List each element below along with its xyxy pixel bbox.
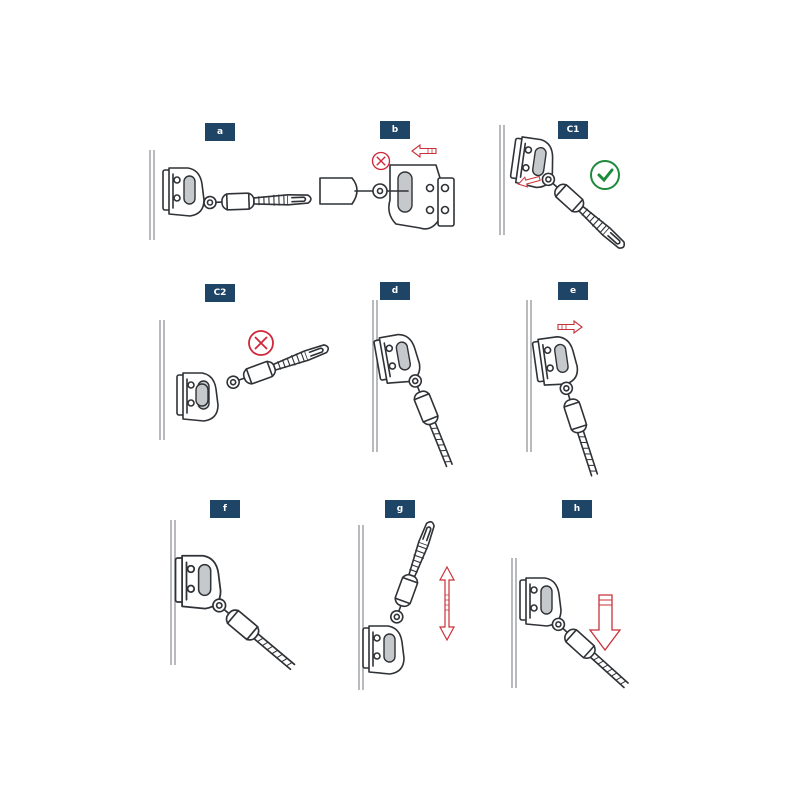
panel-e-illustration bbox=[526, 300, 603, 479]
panel-d-illustration bbox=[372, 300, 458, 470]
panel-label-c1: C1 bbox=[558, 121, 588, 139]
device-g bbox=[362, 625, 405, 675]
panel-label-f: f bbox=[210, 500, 240, 518]
device-b bbox=[388, 164, 441, 230]
device-e bbox=[531, 333, 581, 389]
outline-arrow-icon bbox=[557, 319, 583, 335]
cable-h bbox=[547, 613, 633, 693]
lanyard-g bbox=[386, 518, 440, 627]
outline-arrow-icon bbox=[411, 144, 437, 158]
panel-f-illustration bbox=[170, 520, 299, 675]
lanyard-a bbox=[202, 190, 313, 212]
check-circle-icon bbox=[590, 160, 620, 190]
panel-a-illustration bbox=[149, 150, 313, 240]
panel-label-c2: C2 bbox=[205, 284, 235, 302]
device-a bbox=[162, 167, 205, 217]
outline-arrow-icon bbox=[517, 175, 541, 188]
panel-b-illustration bbox=[319, 144, 455, 230]
panel-label-b: b bbox=[380, 121, 410, 139]
panel-h-illustration bbox=[511, 558, 633, 693]
cable-e bbox=[556, 379, 603, 479]
x-circle-icon bbox=[248, 330, 274, 356]
panel-label-a: a bbox=[205, 123, 235, 141]
cable-f bbox=[208, 594, 299, 675]
panel-label-d: d bbox=[380, 282, 410, 300]
double-arrow-icon bbox=[438, 565, 456, 642]
panel-label-e: e bbox=[558, 282, 588, 300]
panel-c1-illustration bbox=[499, 125, 630, 254]
down-arrow-icon bbox=[588, 594, 622, 652]
device-f bbox=[174, 554, 222, 610]
panel-label-h: h bbox=[562, 500, 592, 518]
rail-a bbox=[149, 150, 155, 240]
cable-d bbox=[404, 371, 458, 470]
x-circle-icon bbox=[371, 151, 391, 171]
panel-c2-illustration bbox=[159, 320, 332, 440]
panel-g-illustration bbox=[358, 518, 456, 690]
panel-label-g: g bbox=[385, 500, 415, 518]
lanyard-c2 bbox=[223, 339, 332, 393]
